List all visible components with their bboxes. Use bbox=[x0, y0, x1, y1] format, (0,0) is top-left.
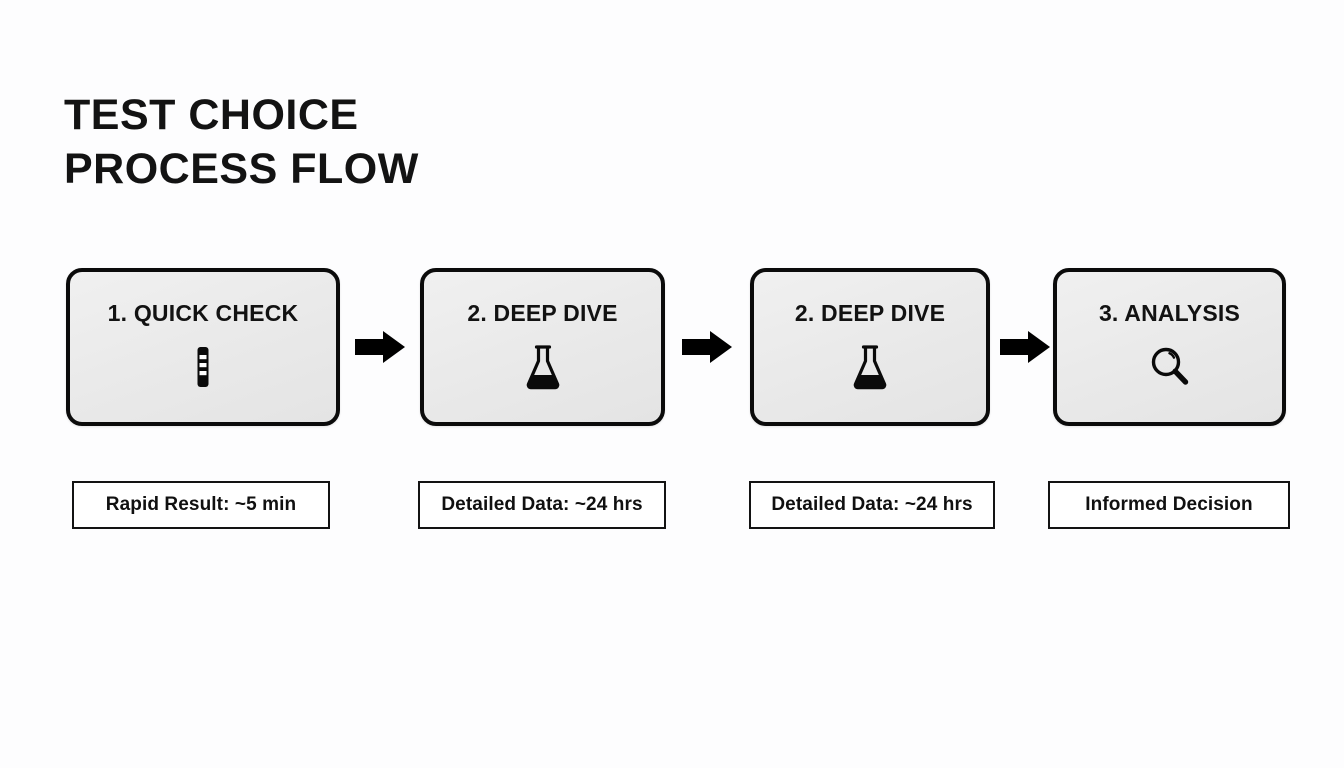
process-step-deep-dive-1[interactable]: 2. DEEP DIVE bbox=[420, 268, 665, 426]
step-caption-deep-dive-1: Detailed Data: ~24 hrs bbox=[418, 481, 666, 529]
step-caption-deep-dive-2: Detailed Data: ~24 hrs bbox=[749, 481, 995, 529]
caption-text: Detailed Data: ~24 hrs bbox=[441, 494, 643, 515]
flask-icon bbox=[515, 339, 571, 395]
process-step-quick-check[interactable]: 1. QUICK CHECK bbox=[66, 268, 340, 426]
page-title-line-1: TEST CHOICE bbox=[64, 91, 359, 139]
process-step-analysis[interactable]: 3. ANALYSIS bbox=[1053, 268, 1286, 426]
arrow-right-icon bbox=[1000, 330, 1050, 364]
step-caption-quick-check: Rapid Result: ~5 min bbox=[72, 481, 330, 529]
process-step-label: 2. DEEP DIVE bbox=[794, 300, 946, 326]
page-title: TEST CHOICE PROCESS FLOW bbox=[64, 88, 664, 196]
process-step-deep-dive-2[interactable]: 2. DEEP DIVE bbox=[750, 268, 990, 426]
process-step-label: 3. ANALYSIS bbox=[1098, 300, 1241, 326]
page-title-line-2: PROCESS FLOW bbox=[64, 145, 419, 193]
step-caption-analysis: Informed Decision bbox=[1048, 481, 1290, 529]
caption-text: Informed Decision bbox=[1085, 494, 1253, 515]
process-step-label: 2. DEEP DIVE bbox=[467, 300, 618, 326]
process-step-label: 1. QUICK CHECK bbox=[107, 300, 299, 326]
process-flow-row: 1. QUICK CHECK 2. DEEP DIVE bbox=[0, 268, 1344, 433]
magnifier-icon bbox=[1142, 339, 1198, 395]
caption-text: Detailed Data: ~24 hrs bbox=[771, 494, 973, 515]
caption-text: Rapid Result: ~5 min bbox=[105, 494, 297, 515]
arrow-right-icon bbox=[355, 330, 405, 364]
arrow-right-icon bbox=[682, 330, 732, 364]
test-strip-icon bbox=[175, 339, 231, 395]
flask-icon bbox=[842, 339, 898, 395]
caption-row: Rapid Result: ~5 min Detailed Data: ~24 … bbox=[0, 481, 1344, 531]
